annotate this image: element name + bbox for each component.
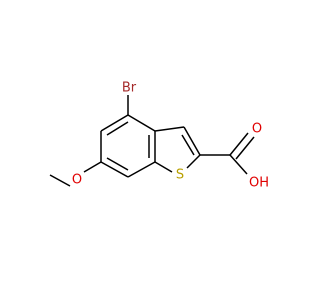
sulfur-atom-label: S [176,168,184,183]
bond-c5-c4-inner [106,121,129,136]
bond-c6-o [83,161,102,173]
molecule-structure-diagram: Br S O O OH [49,81,269,191]
bond-c4-c3a [127,114,156,132]
carbonyl-oxygen-label: O [252,122,262,137]
hydroxyl-label: OH [249,176,269,191]
bond-c7-c6-outer [100,161,129,178]
bond-c2-s [186,154,201,169]
bromine-atom-label: Br [122,81,137,96]
bond-c-o-double-1 [229,132,249,156]
bond-c7a-c7 [127,161,156,178]
methoxy-oxygen-label: O [72,173,82,188]
bond-c3-c2-outer [183,126,201,156]
bond-c-oh [229,154,248,175]
bond-s-c7a [154,161,173,173]
bond-c7-c6-inner [106,157,129,171]
bond-c3-c2-inner [181,134,195,156]
bond-c-o-double-2 [235,136,255,160]
bond-c5-c4-outer [100,114,129,132]
bond-c3a-c3 [154,126,185,132]
bond-o-ch3 [49,174,71,187]
